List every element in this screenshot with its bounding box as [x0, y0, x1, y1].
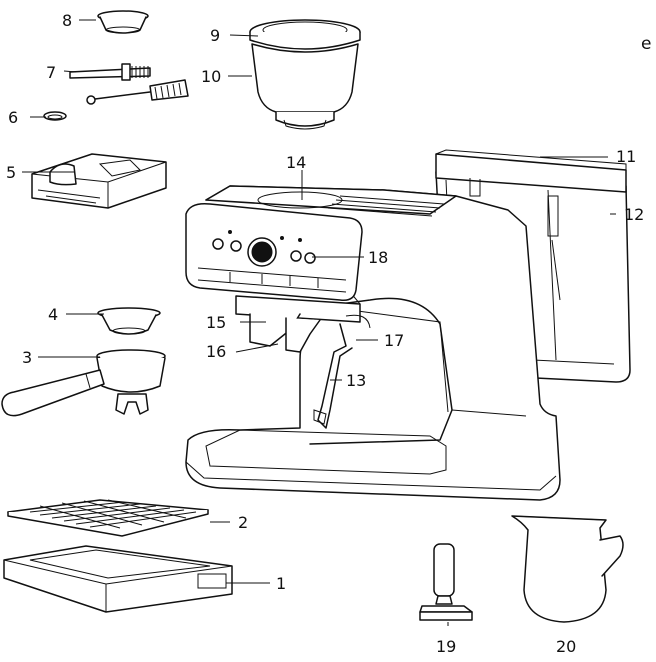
callout-2: 2 [238, 513, 248, 532]
cropped-text-fragment: e [641, 34, 652, 54]
part-19-tamper [419, 543, 473, 621]
callout-19: 19 [436, 637, 456, 656]
part-9-hopper-lid [249, 19, 361, 50]
callout-16: 16 [206, 342, 226, 361]
callout-14: 14 [286, 153, 306, 172]
part-7-cleaning-brushes [69, 63, 189, 105]
callout-8: 8 [62, 11, 72, 30]
callout-9: 9 [210, 26, 220, 45]
callout-7: 7 [46, 63, 56, 82]
part-11-water-tank-lid [435, 149, 627, 197]
callout-20: 20 [556, 637, 576, 656]
leader-lines [22, 19, 616, 626]
callout-11: 11 [616, 147, 636, 166]
callout-3: 3 [22, 348, 32, 367]
part-8-single-filter-basket [97, 10, 149, 34]
part-6-silicone-ring [43, 111, 67, 121]
callout-4: 4 [48, 305, 58, 324]
callout-5: 5 [6, 163, 16, 182]
part-1-drip-tray [3, 545, 233, 613]
callout-12: 12 [624, 205, 644, 224]
callout-13: 13 [346, 371, 366, 390]
machine-body [185, 185, 561, 501]
part-3-portafilter [1, 349, 166, 417]
part-10-bean-container [251, 43, 359, 130]
callout-15: 15 [206, 313, 226, 332]
callout-1: 1 [276, 574, 286, 593]
callout-labels: 8 9 7 10 6 5 14 11 12 18 4 15 17 16 3 13… [6, 11, 644, 656]
part-5-cup-tray [31, 153, 167, 209]
part-2-drip-tray-grill [7, 499, 209, 537]
callout-10: 10 [201, 67, 221, 86]
callout-18: 18 [368, 248, 388, 267]
part-4-double-filter-basket [97, 307, 161, 335]
callout-6: 6 [8, 108, 18, 127]
part-20-milk-jug [511, 515, 624, 623]
callout-17: 17 [384, 331, 404, 350]
